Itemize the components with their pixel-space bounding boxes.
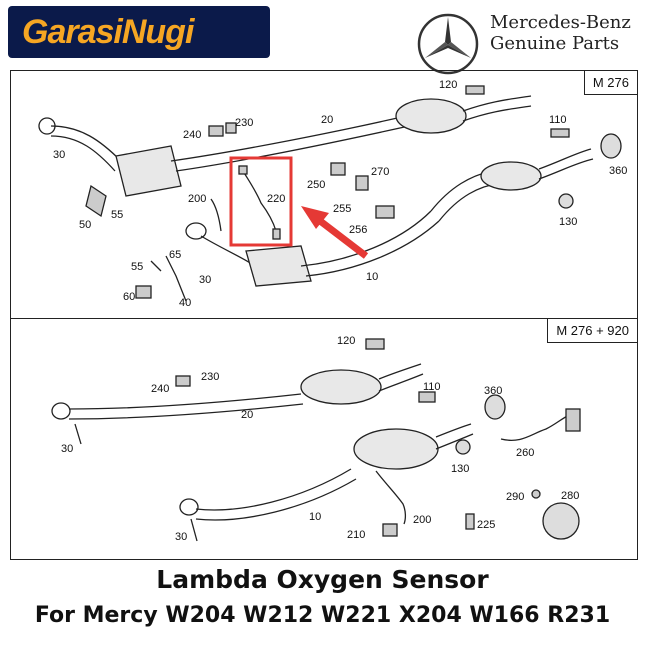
part-label: 250	[307, 179, 326, 191]
part-label: 120	[337, 335, 356, 347]
part-label: 20	[321, 114, 334, 126]
part-label: 360	[484, 385, 503, 397]
part-label: 220	[267, 193, 286, 205]
part-label: 200	[413, 514, 432, 526]
part-label: 130	[451, 463, 470, 475]
part-label: 55	[111, 209, 124, 221]
shop-logo: GarasiNugi	[8, 6, 270, 58]
maker-line-2: Genuine Parts	[490, 33, 620, 54]
part-label: 55	[131, 261, 144, 273]
part-label: 260	[516, 447, 535, 459]
part-label: 110	[549, 114, 567, 126]
engine-tag-m276-920: M 276 + 920	[547, 318, 638, 343]
part-label: 290	[506, 491, 525, 503]
part-label: 270	[371, 166, 390, 178]
part-label: 30	[199, 274, 212, 286]
part-label: 230	[235, 117, 254, 129]
part-label: 230	[201, 371, 220, 383]
part-label: 210	[347, 529, 366, 541]
part-label: 30	[53, 149, 66, 161]
part-label: 130	[559, 216, 578, 228]
part-label: 50	[79, 219, 92, 231]
diagram-panel-m276-920: M 276 + 920 120 240 230 110 360 20 30 13…	[10, 318, 638, 560]
part-label: 120	[439, 79, 458, 91]
part-label: 240	[183, 129, 202, 141]
diagram-panel-m276: M 276 120 20 240 230 110 30 360 200 220 …	[10, 70, 638, 319]
part-label: 20	[241, 409, 254, 421]
part-label: 40	[179, 297, 192, 309]
part-label: 60	[123, 291, 136, 303]
part-label: 225	[477, 519, 496, 531]
exhaust-diagram-m276-920	[51, 338, 581, 542]
part-label: 65	[169, 249, 182, 261]
part-label: 30	[61, 443, 74, 455]
product-title: Lambda Oxygen Sensor	[156, 565, 489, 594]
part-label: 360	[609, 165, 628, 177]
engine-tag-m276: M 276	[583, 70, 638, 95]
maker-line-1: Mercedes-Benz	[490, 12, 631, 33]
exhaust-diagram-m276	[38, 85, 622, 302]
part-label: 10	[366, 271, 379, 283]
maker-brand: Mercedes-Benz Genuine Parts	[490, 12, 631, 54]
mercedes-star-icon	[417, 13, 479, 75]
part-label: 110	[423, 381, 441, 393]
part-label: 255	[333, 203, 352, 215]
part-label: 10	[309, 511, 322, 523]
part-label: 240	[151, 383, 170, 395]
part-label: 280	[561, 490, 580, 502]
part-label: 30	[175, 531, 188, 543]
shop-name: GarasiNugi	[22, 12, 194, 51]
part-label: 200	[188, 193, 207, 205]
product-subtitle: For Mercy W204 W212 W221 X204 W166 R231	[34, 603, 611, 628]
part-label: 256	[349, 224, 368, 236]
